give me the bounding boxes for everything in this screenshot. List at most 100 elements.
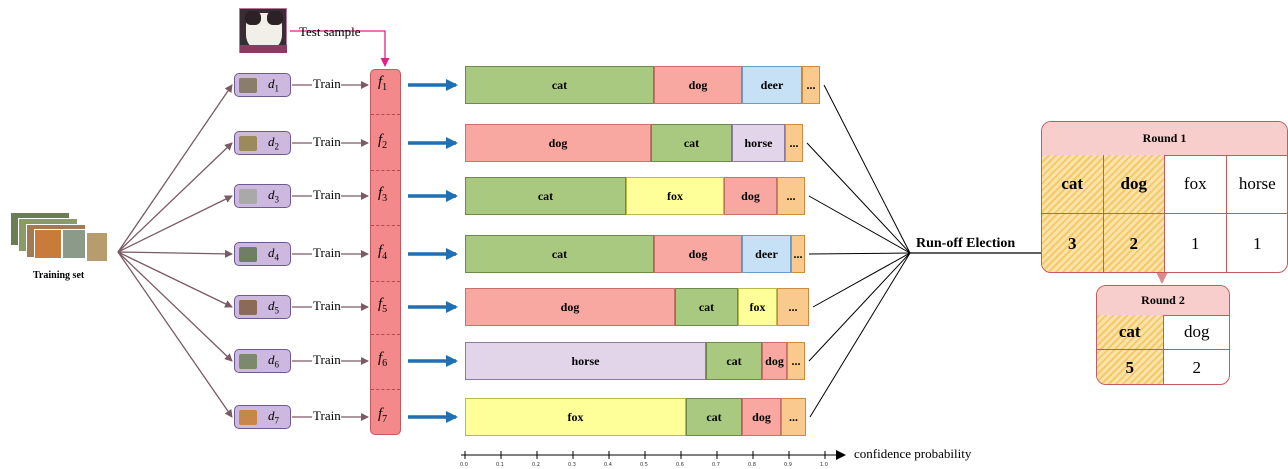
model-label: f7 (378, 406, 387, 425)
axis-tick-label: 0.1 (496, 462, 504, 468)
probability-segment: dog (654, 66, 742, 104)
dataset-index: 7 (274, 415, 280, 426)
train-label: Train (313, 245, 341, 260)
dataset-letter: d (268, 298, 275, 313)
train-label: Train (313, 187, 341, 202)
axis-tick-label: 0.3 (568, 462, 576, 468)
probability-segment: horse (732, 124, 785, 162)
probability-segment: cat (465, 235, 654, 273)
model-index: 5 (382, 304, 388, 315)
model-label: f1 (378, 74, 387, 93)
test-sample-arrow (290, 30, 390, 67)
model-index: 2 (382, 140, 388, 151)
model-separator (371, 114, 400, 115)
vote-line (808, 252, 911, 255)
dataset-thumbnail (239, 300, 257, 315)
model-label: f3 (378, 185, 387, 204)
dataset-letter: d (268, 408, 275, 423)
probability-segment: ... (787, 342, 805, 380)
dataset-chip: d1 (234, 73, 291, 97)
dataset-index: 2 (274, 141, 280, 152)
training-set-label: Training set (33, 270, 85, 281)
axis-tick-label: 0.5 (640, 462, 648, 468)
vote-line (809, 252, 911, 418)
dataset-label: d7 (268, 408, 279, 426)
vote-line (808, 195, 911, 254)
train-label: Train (313, 352, 341, 367)
axis-tick-label: 0.6 (676, 462, 684, 468)
dataset-index: 1 (274, 83, 280, 94)
probability-segment: cat (651, 124, 732, 162)
probability-segment: cat (675, 288, 738, 326)
vote-count-cell: 2 (1103, 214, 1165, 272)
model-index: 4 (382, 251, 388, 262)
model-letter: f (378, 296, 383, 312)
dataset-thumbnail (239, 354, 257, 369)
dataset-chip: d7 (234, 405, 291, 429)
round1-title: Round 1 (1042, 122, 1287, 156)
fanout-arrow (117, 142, 233, 253)
probability-segment: ... (802, 66, 820, 104)
dataset-thumbnail (239, 78, 257, 93)
dataset-letter: d (268, 245, 275, 260)
axis-tick-label: 0.7 (712, 462, 720, 468)
model-separator (371, 225, 400, 226)
dataset-label: d3 (268, 187, 279, 205)
model-letter: f (378, 406, 383, 422)
probability-segment: ... (785, 124, 803, 162)
dataset-index: 5 (274, 305, 280, 316)
probability-segment: ... (781, 398, 806, 436)
probability-segment: ... (777, 288, 809, 326)
probability-segment: dog (465, 124, 651, 162)
model-letter: f (378, 132, 383, 148)
vote-count-cell: 1 (1253, 233, 1262, 253)
model-separator (371, 334, 400, 335)
model-separator (371, 280, 400, 282)
model-letter: f (378, 74, 383, 90)
train-label: Train (313, 298, 341, 313)
test-sample-label: Test sample (299, 24, 361, 39)
probability-segment: deer (742, 66, 802, 104)
fanout-arrow (117, 249, 233, 258)
axis-label: confidence probability (854, 446, 972, 461)
probability-segment: cat (706, 342, 762, 380)
probability-segment: deer (742, 235, 791, 273)
probability-segment: dog (742, 398, 781, 436)
vote-line (812, 252, 911, 308)
dataset-chip: d2 (234, 131, 291, 155)
dataset-letter: d (268, 134, 275, 149)
model-letter: f (378, 185, 383, 201)
dataset-letter: d (268, 76, 275, 91)
probability-segment: ... (777, 177, 805, 215)
model-separator (371, 389, 400, 390)
model-label: f4 (378, 243, 387, 262)
fanout-arrow (117, 195, 233, 253)
probability-segment: ... (791, 235, 805, 273)
vote-line (808, 252, 911, 362)
probability-segment: dog (762, 342, 787, 380)
model-letter: f (378, 243, 383, 259)
dataset-thumbnail (239, 189, 257, 204)
model-index: 7 (382, 414, 388, 425)
probability-segment: cat (686, 398, 742, 436)
probability-segment: dog (654, 235, 742, 273)
dataset-chip: d3 (234, 184, 291, 208)
candidate-cell: fox (1165, 155, 1227, 214)
dataset-letter: d (268, 352, 275, 367)
probability-segment: cat (465, 177, 626, 215)
fanout-arrow (117, 84, 233, 253)
election-label: Run-off Election (916, 236, 1016, 251)
model-index: 1 (382, 82, 388, 93)
probability-segment: fox (738, 288, 777, 326)
dataset-chip: d6 (234, 349, 291, 373)
model-label: f2 (378, 132, 387, 151)
dataset-letter: d (268, 187, 275, 202)
model-index: 6 (382, 358, 388, 369)
model-column (370, 69, 401, 435)
dataset-chip: d5 (234, 295, 291, 319)
fanout-arrow (117, 251, 233, 308)
candidate-cell: horse (1226, 155, 1287, 214)
fanout-arrow (117, 251, 233, 418)
vote-line (823, 84, 911, 254)
